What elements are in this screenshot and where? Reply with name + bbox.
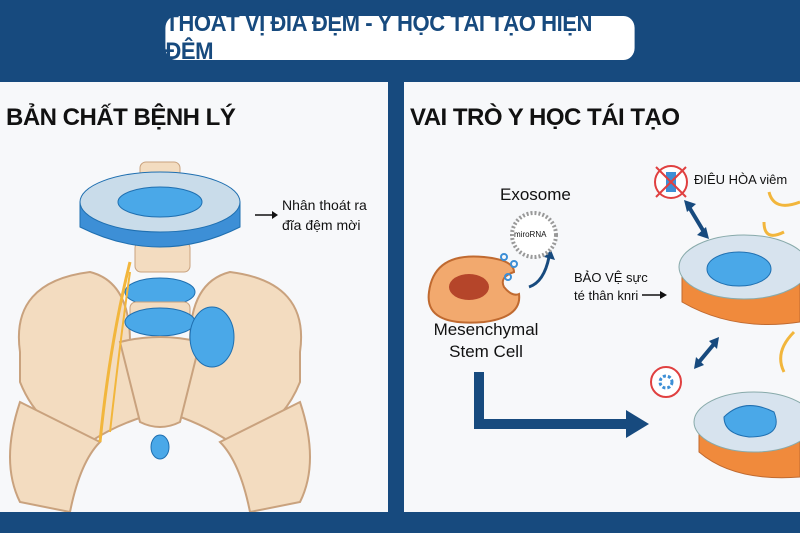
page-title: THOÁT VỊ ĐĨA ĐỆM - Y HỌC TÁI TẠO HIỆN ĐỆ… — [165, 10, 635, 65]
gear-icon — [650, 366, 682, 398]
left-panel: BẢN CHẤT BỆNH LÝ Nhân thoát ra đĩa đệm m… — [0, 82, 388, 512]
annotation-line-2: đĩa đệm mời — [282, 217, 361, 233]
protect-line-2: té thân knri — [574, 288, 639, 303]
annotation-line-1: Nhân thoát ra — [282, 197, 367, 213]
cell-label-line-1: Mesenchymal — [433, 320, 539, 339]
pelvis-spine-illustration — [9, 161, 311, 512]
exosome-label: Exosome — [500, 185, 571, 204]
exosome-icon — [510, 211, 558, 259]
regeneration-illustration — [427, 165, 800, 479]
no-inflammation-icon — [654, 165, 688, 199]
left-heading: BẢN CHẤT BỆNH LÝ — [6, 104, 236, 131]
protect-line-1: BẢO VỆ sực — [574, 270, 648, 285]
right-heading: VAI TRÒ Y HỌC TÁI TẠO — [410, 104, 680, 131]
right-panel: VAI TRÒ Y HỌC TÁI TẠO — [404, 82, 800, 512]
inflammation-label: ĐIÊU HÒA viêm — [694, 172, 788, 187]
cell-label-line-2: Stem Cell — [449, 342, 523, 361]
mirna-label: miroRNA — [514, 230, 547, 239]
